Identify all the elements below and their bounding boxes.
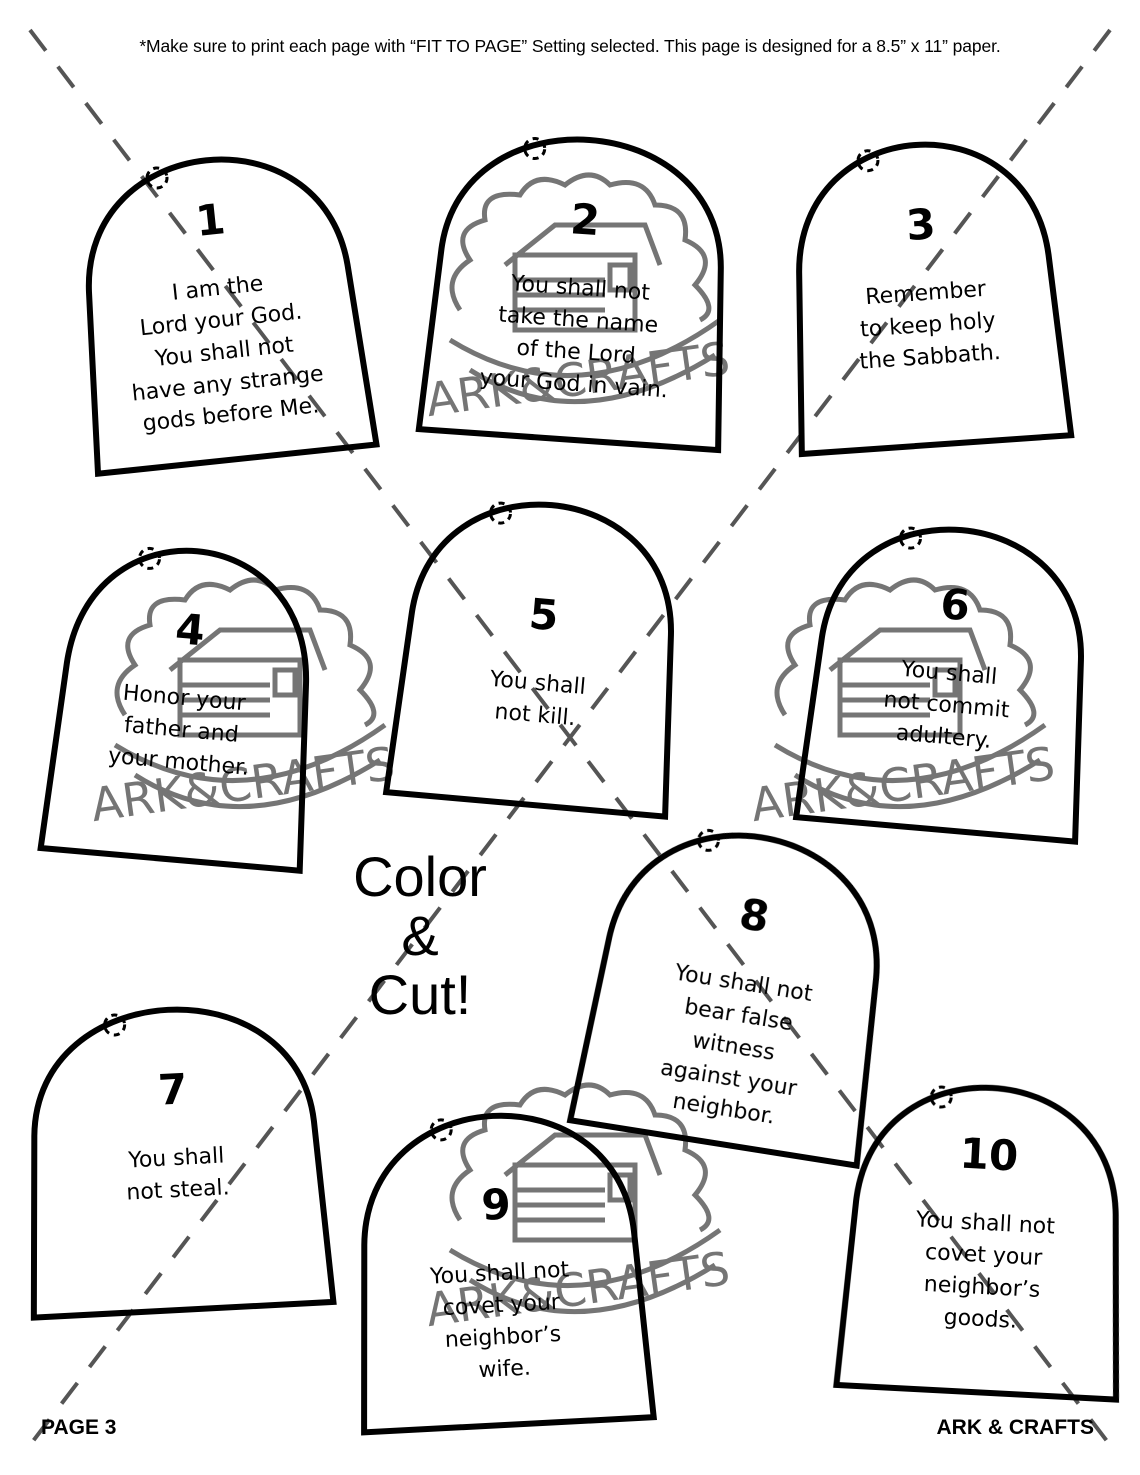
commandment-number: 10 — [958, 1128, 1020, 1181]
punch-hole-marker — [929, 1085, 953, 1109]
tablet-outline — [37, 547, 310, 874]
punch-hole-marker — [696, 828, 720, 852]
tablet-outline — [382, 501, 674, 820]
diagonal-cut-guide — [28, 28, 1112, 1447]
tablet-outline — [30, 1006, 337, 1321]
tablet-outline — [792, 526, 1084, 845]
tablet-outline — [833, 1084, 1120, 1403]
tablet-cutout-5 — [382, 501, 674, 820]
punch-hole-marker — [489, 501, 513, 525]
punch-hole-marker — [138, 546, 162, 570]
punch-hole-marker — [523, 137, 547, 161]
punch-hole-marker — [899, 526, 923, 550]
tablet-cutout-1 — [85, 156, 380, 478]
punch-hole-marker — [856, 149, 880, 173]
heading-line-cut: Cut! — [368, 962, 472, 1026]
color-and-cut-heading: Color & Cut! — [320, 845, 520, 1026]
page-number: PAGE 3 — [41, 1416, 117, 1439]
commandment-number: 9 — [480, 1179, 512, 1230]
tablet-outline — [415, 136, 724, 454]
tablet-outline — [796, 141, 1075, 458]
commandment-number: 7 — [156, 1064, 189, 1115]
tablet-cutout-10 — [833, 1084, 1120, 1403]
tablet-outline — [361, 1112, 658, 1436]
tablet-cutout-6 — [792, 526, 1084, 845]
tablet-outline — [566, 832, 880, 1170]
heading-line-color: Color — [353, 845, 487, 908]
footer-brand: ARK & CRAFTS — [936, 1416, 1095, 1439]
tablet-cutout-2 — [415, 136, 724, 454]
heading-line-ampersand: & — [401, 903, 439, 967]
tablet-cutout-8 — [566, 828, 880, 1170]
tablet-cutout-4 — [37, 546, 310, 874]
tablet-outline — [85, 156, 380, 478]
punch-hole-marker — [429, 1118, 453, 1142]
punch-hole-marker — [145, 166, 169, 190]
print-instructions: *Make sure to print each page with “FIT … — [139, 36, 1001, 56]
tablet-cutout-9 — [361, 1112, 658, 1436]
tablet-cutout-3 — [796, 141, 1075, 458]
